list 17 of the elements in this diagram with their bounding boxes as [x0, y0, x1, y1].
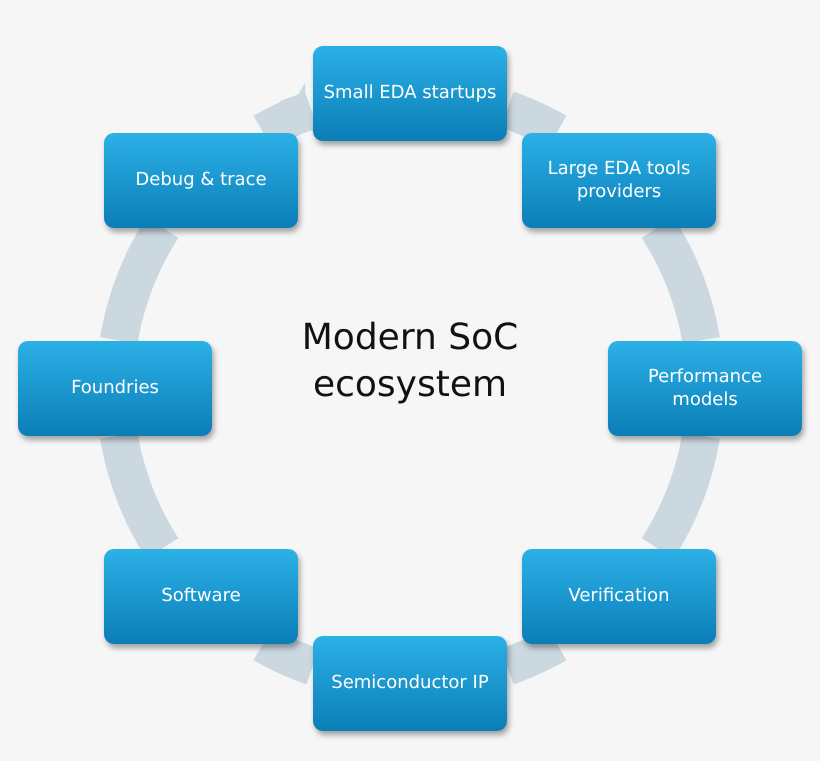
- process-box: [313, 46, 507, 140]
- process-box: [522, 548, 716, 644]
- process-box: [522, 132, 716, 228]
- node-label: Verification: [568, 584, 670, 608]
- node-label: Software: [161, 584, 241, 608]
- node-label: Small EDA startups: [324, 81, 496, 105]
- node-label: Semiconductor IP: [331, 671, 489, 695]
- process-box: [104, 548, 298, 644]
- node-label: Performance models: [646, 364, 764, 412]
- process-box: [608, 340, 802, 436]
- process-box: [104, 132, 298, 228]
- node-label: Large EDA tools providers: [546, 156, 692, 204]
- diagram-title: Modern SoC ecosystem: [300, 316, 520, 407]
- node-label: Foundries: [71, 376, 159, 400]
- process-box: [18, 340, 212, 436]
- node-label: Debug & trace: [135, 168, 267, 192]
- process-box: [313, 636, 507, 730]
